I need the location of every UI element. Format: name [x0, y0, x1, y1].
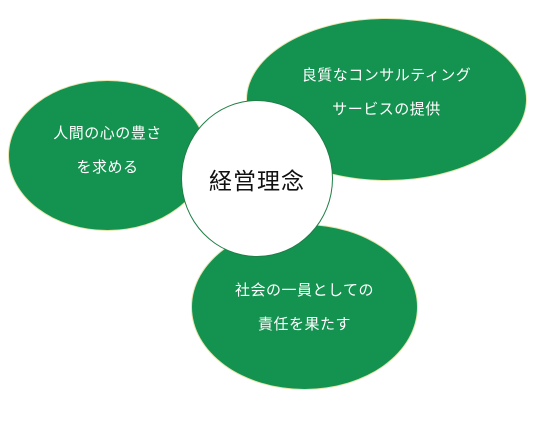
node-label-line2: サービスの提供: [332, 100, 441, 118]
center-circle: 経営理念: [181, 100, 333, 257]
node-label-line1: 良質なコンサルティング: [301, 66, 472, 84]
node-label-line1: 人間の心の豊さ: [53, 124, 162, 142]
node-ellipse-richness-of-heart: [9, 81, 206, 230]
node-label-line2: を求める: [76, 158, 139, 176]
node-ellipse-social-responsibility: [192, 225, 417, 389]
node-label-line1: 社会の一員としての: [234, 281, 375, 299]
node-text-social-responsibility: 社会の一員としての 責任を果たす: [192, 273, 417, 341]
node-text-quality-consulting: 良質なコンサルティング サービスの提供: [247, 58, 526, 126]
center-label: 経営理念: [209, 168, 305, 195]
node-label-line2: 責任を果たす: [257, 315, 351, 333]
node-text-richness-of-heart: 人間の心の豊さ を求める: [9, 116, 206, 184]
